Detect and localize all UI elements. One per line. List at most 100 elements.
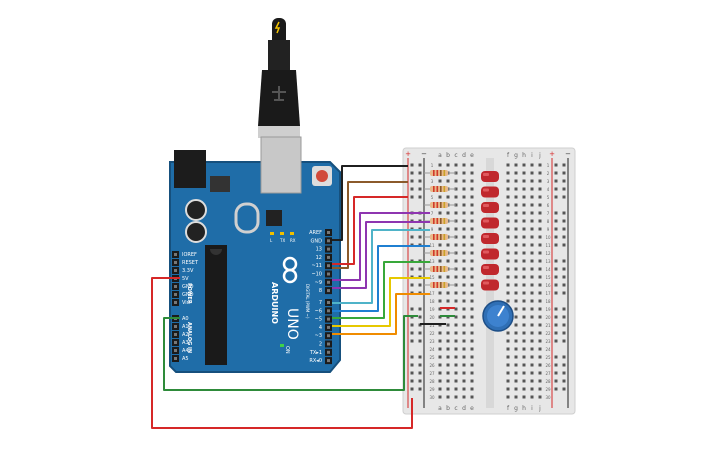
breadboard-hole[interactable]	[446, 211, 450, 215]
breadboard-hole[interactable]	[462, 227, 466, 231]
rail-hole[interactable]	[410, 363, 414, 367]
breadboard-hole[interactable]	[514, 203, 518, 207]
resistor-body[interactable]	[430, 170, 448, 176]
resistor-body[interactable]	[430, 234, 448, 240]
wire-teal[interactable]	[332, 229, 430, 304]
breadboard-hole[interactable]	[514, 355, 518, 359]
breadboard-hole[interactable]	[454, 331, 458, 335]
breadboard-hole[interactable]	[514, 299, 518, 303]
breadboard-hole[interactable]	[538, 291, 542, 295]
breadboard-hole[interactable]	[530, 347, 534, 351]
rail-hole[interactable]	[562, 323, 566, 327]
rail-hole[interactable]	[554, 211, 558, 215]
breadboard-hole[interactable]	[454, 259, 458, 263]
breadboard-hole[interactable]	[462, 163, 466, 167]
breadboard-hole[interactable]	[438, 179, 442, 183]
breadboard-hole[interactable]	[506, 283, 510, 287]
breadboard-hole[interactable]	[438, 363, 442, 367]
rail-hole[interactable]	[418, 179, 422, 183]
breadboard-hole[interactable]	[454, 323, 458, 327]
breadboard-hole[interactable]	[506, 251, 510, 255]
breadboard-hole[interactable]	[538, 347, 542, 351]
breadboard-hole[interactable]	[470, 315, 474, 319]
breadboard-hole[interactable]	[530, 235, 534, 239]
breadboard-hole[interactable]	[446, 299, 450, 303]
breadboard-hole[interactable]	[514, 219, 518, 223]
breadboard-hole[interactable]	[470, 387, 474, 391]
breadboard-hole[interactable]	[514, 275, 518, 279]
breadboard-hole[interactable]	[538, 171, 542, 175]
rail-hole[interactable]	[554, 283, 558, 287]
breadboard-hole[interactable]	[530, 323, 534, 327]
breadboard-hole[interactable]	[506, 387, 510, 391]
rail-hole[interactable]	[418, 331, 422, 335]
breadboard-hole[interactable]	[470, 283, 474, 287]
breadboard-hole[interactable]	[470, 259, 474, 263]
rail-hole[interactable]	[554, 259, 558, 263]
breadboard-hole[interactable]	[454, 195, 458, 199]
rail-hole[interactable]	[410, 331, 414, 335]
rail-hole[interactable]	[410, 179, 414, 183]
breadboard-hole[interactable]	[514, 339, 518, 343]
breadboard-hole[interactable]	[530, 203, 534, 207]
breadboard-hole[interactable]	[506, 371, 510, 375]
breadboard-hole[interactable]	[506, 299, 510, 303]
breadboard-hole[interactable]	[514, 227, 518, 231]
breadboard-hole[interactable]	[470, 267, 474, 271]
breadboard-hole[interactable]	[462, 235, 466, 239]
breadboard-hole[interactable]	[530, 371, 534, 375]
breadboard-hole[interactable]	[470, 379, 474, 383]
breadboard-hole[interactable]	[454, 227, 458, 231]
breadboard-hole[interactable]	[446, 275, 450, 279]
breadboard-hole[interactable]	[506, 379, 510, 383]
breadboard-hole[interactable]	[446, 347, 450, 351]
breadboard-hole[interactable]	[438, 195, 442, 199]
breadboard-hole[interactable]	[530, 387, 534, 391]
breadboard-hole[interactable]	[538, 203, 542, 207]
breadboard-hole[interactable]	[470, 203, 474, 207]
rail-hole[interactable]	[562, 307, 566, 311]
breadboard-hole[interactable]	[538, 355, 542, 359]
breadboard-hole[interactable]	[514, 371, 518, 375]
breadboard-hole[interactable]	[446, 355, 450, 359]
breadboard-hole[interactable]	[538, 219, 542, 223]
breadboard-hole[interactable]	[522, 251, 526, 255]
breadboard-hole[interactable]	[438, 387, 442, 391]
rail-hole[interactable]	[418, 339, 422, 343]
rail-hole[interactable]	[418, 235, 422, 239]
breadboard-hole[interactable]	[530, 379, 534, 383]
breadboard-hole[interactable]	[522, 331, 526, 335]
breadboard-hole[interactable]	[454, 315, 458, 319]
rail-hole[interactable]	[562, 315, 566, 319]
breadboard-hole[interactable]	[462, 315, 466, 319]
breadboard-hole[interactable]	[514, 211, 518, 215]
breadboard-hole[interactable]	[522, 283, 526, 287]
breadboard-hole[interactable]	[530, 355, 534, 359]
potentiometer[interactable]	[482, 300, 514, 332]
rail-hole[interactable]	[418, 163, 422, 167]
rail-hole[interactable]	[562, 283, 566, 287]
breadboard-hole[interactable]	[538, 251, 542, 255]
wire-red-pin11[interactable]	[332, 196, 408, 265]
breadboard-hole[interactable]	[522, 299, 526, 303]
breadboard-hole[interactable]	[522, 267, 526, 271]
rail-hole[interactable]	[410, 307, 414, 311]
rail-hole[interactable]	[562, 371, 566, 375]
breadboard-hole[interactable]	[530, 363, 534, 367]
breadboard-hole[interactable]	[538, 379, 542, 383]
breadboard-hole[interactable]	[514, 259, 518, 263]
breadboard-hole[interactable]	[454, 339, 458, 343]
rail-hole[interactable]	[562, 331, 566, 335]
breadboard-hole[interactable]	[506, 259, 510, 263]
breadboard-hole[interactable]	[530, 163, 534, 167]
breadboard-hole[interactable]	[506, 355, 510, 359]
rail-hole[interactable]	[418, 171, 422, 175]
led[interactable]	[481, 264, 499, 275]
breadboard-hole[interactable]	[522, 259, 526, 263]
breadboard-hole[interactable]	[462, 187, 466, 191]
breadboard-hole[interactable]	[538, 211, 542, 215]
breadboard-hole[interactable]	[462, 251, 466, 255]
rail-hole[interactable]	[554, 275, 558, 279]
rail-hole[interactable]	[418, 371, 422, 375]
breadboard-hole[interactable]	[438, 355, 442, 359]
